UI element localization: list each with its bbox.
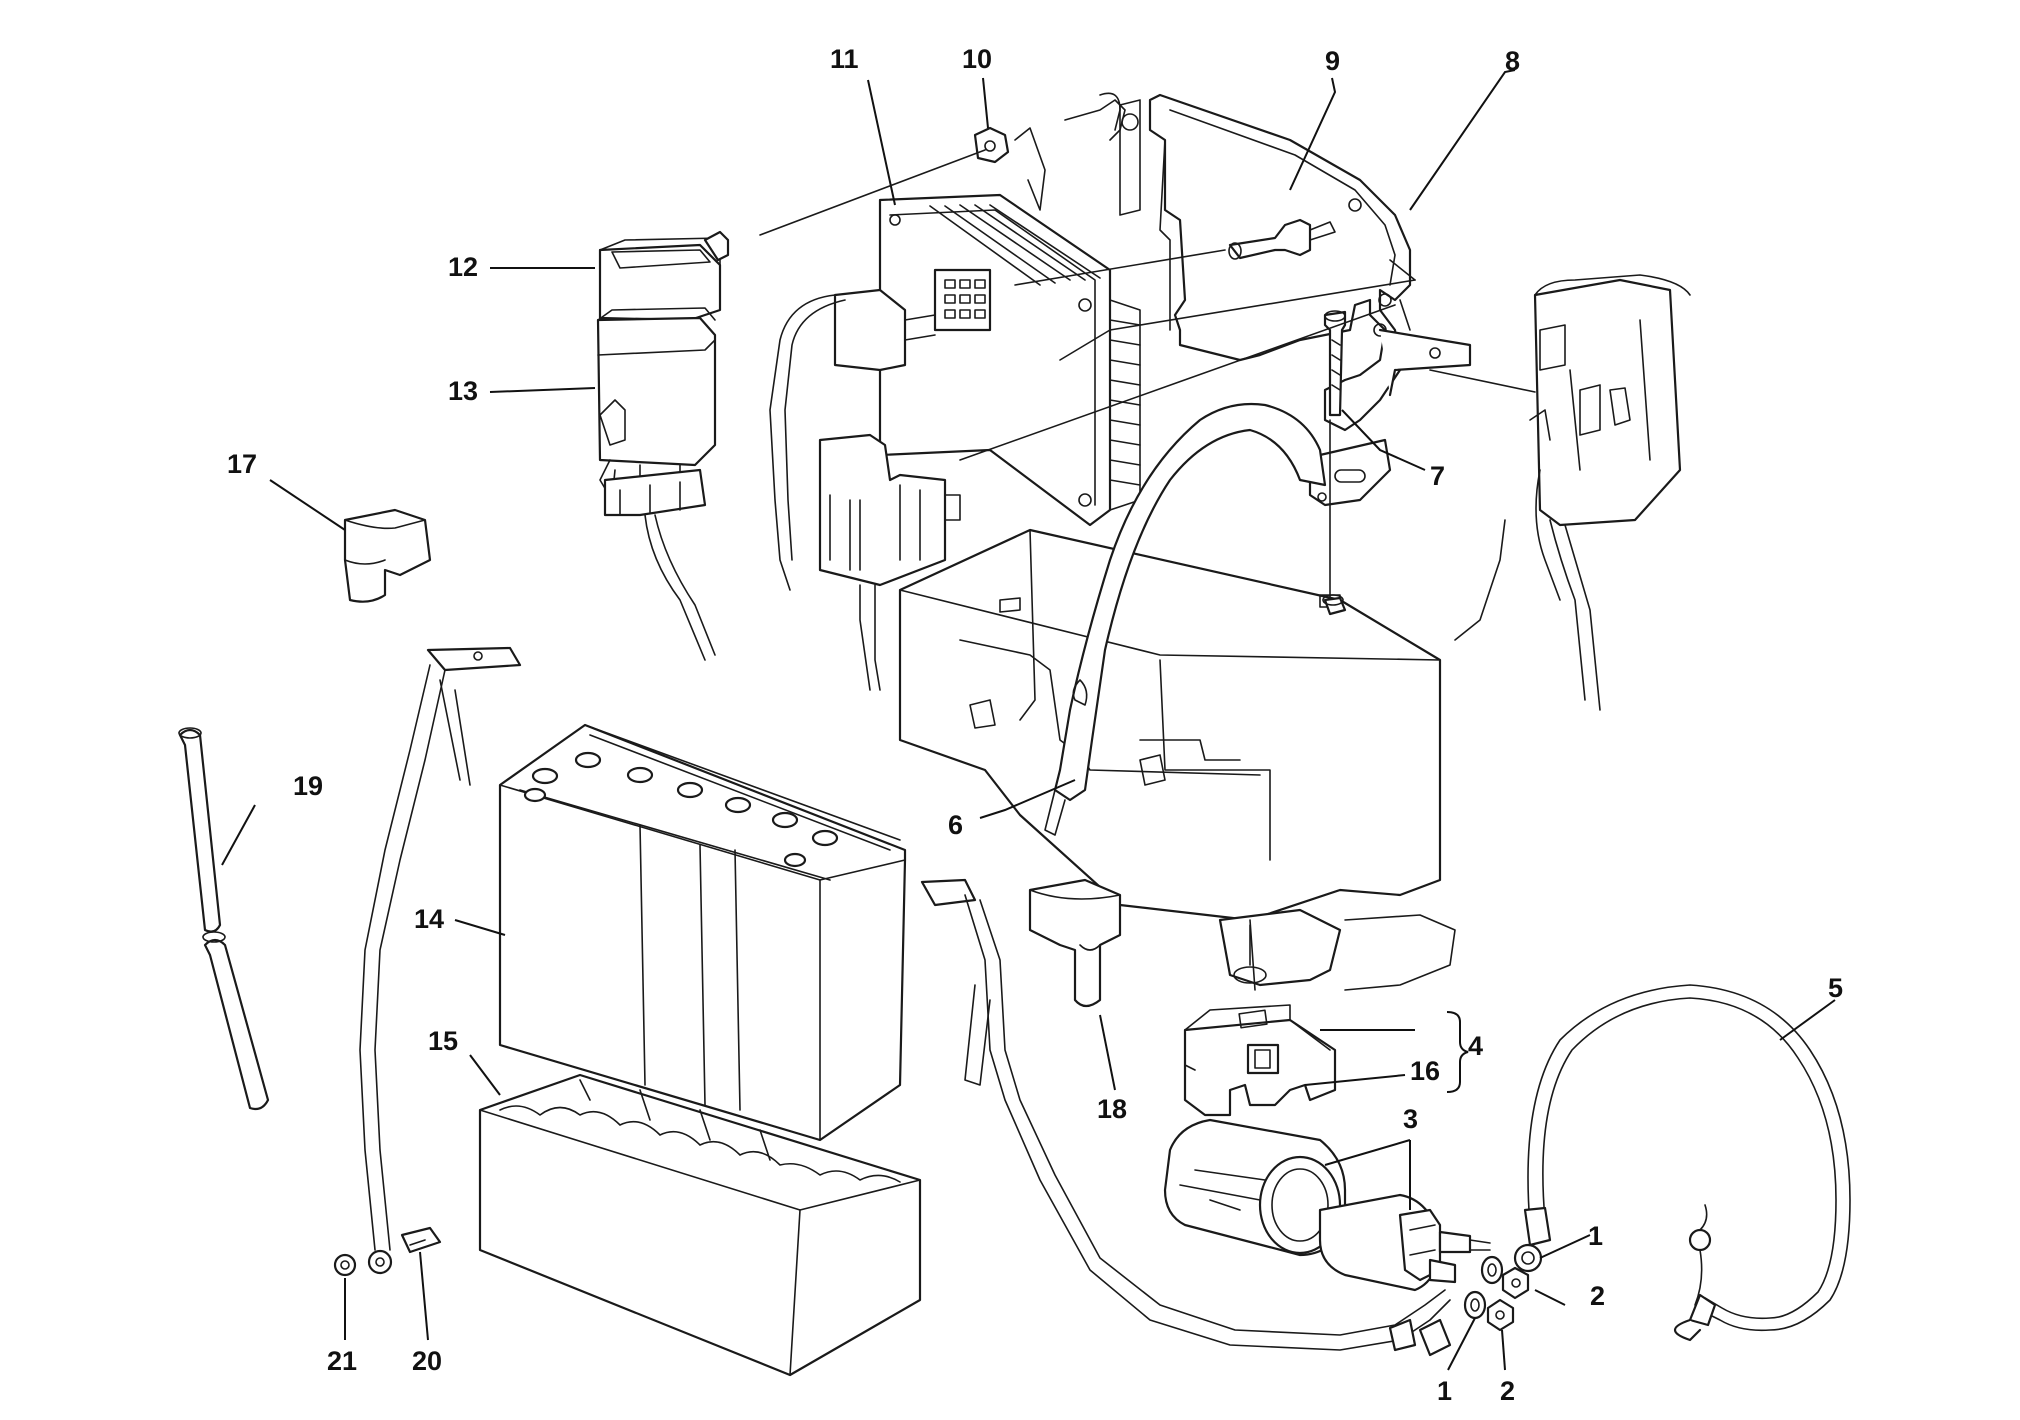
callout-13: 13 — [448, 376, 478, 406]
callout-8: 8 — [1505, 46, 1520, 76]
callout-12: 12 — [448, 252, 478, 282]
callout-20: 20 — [412, 1346, 442, 1376]
callout-16: 16 — [1410, 1056, 1440, 1086]
callout-3: 3 — [1403, 1104, 1418, 1134]
callout-21: 21 — [327, 1346, 357, 1376]
callout-14: 14 — [414, 904, 444, 934]
part-battery-box — [478, 1073, 922, 1377]
part-terminal-cover-17 — [343, 508, 432, 603]
callout-1a: 1 — [1588, 1221, 1603, 1251]
callout-18: 18 — [1097, 1094, 1127, 1124]
part-fixing-screw — [1322, 310, 1347, 616]
part-solenoid-cover — [1183, 1004, 1337, 1117]
callout-17: 17 — [227, 449, 257, 479]
part-positive-cable — [920, 878, 1452, 1357]
callout-10: 10 — [962, 44, 992, 74]
part-relay — [596, 307, 717, 661]
callout-labels: 11 10 9 8 12 13 17 7 19 6 14 15 5 4 16 1… — [227, 44, 1843, 1406]
callout-9: 9 — [1325, 46, 1340, 76]
part-side-component — [1454, 274, 1691, 711]
part-control-unit — [769, 193, 1141, 691]
part-battery — [498, 723, 907, 1142]
part-terminal-cover-18 — [1028, 878, 1122, 1008]
callout-6: 6 — [948, 810, 963, 840]
part-negative-cable — [359, 646, 522, 1275]
part-spacer-screw — [1228, 218, 1336, 260]
callout-19: 19 — [293, 771, 323, 801]
callout-2b: 2 — [1500, 1376, 1515, 1406]
callout-11: 11 — [830, 44, 859, 74]
callout-2a: 2 — [1590, 1281, 1605, 1311]
part-relay-cover — [598, 230, 730, 322]
callout-15: 15 — [428, 1026, 458, 1056]
part-starter-solenoid — [1163, 1118, 1491, 1292]
callout-1b: 1 — [1437, 1376, 1452, 1406]
callout-4: 4 — [1468, 1031, 1483, 1061]
callout-7: 7 — [1430, 461, 1445, 491]
part-washers-nuts — [333, 1226, 1530, 1332]
part-rubber-strap — [1044, 402, 1327, 836]
part-battery-tray-housing — [898, 528, 1456, 991]
part-nut — [973, 99, 1126, 211]
part-ground-cable — [1513, 984, 1851, 1342]
part-breather-tube — [178, 727, 270, 1111]
callout-5: 5 — [1828, 973, 1843, 1003]
leader-lines — [221, 69, 1836, 1371]
